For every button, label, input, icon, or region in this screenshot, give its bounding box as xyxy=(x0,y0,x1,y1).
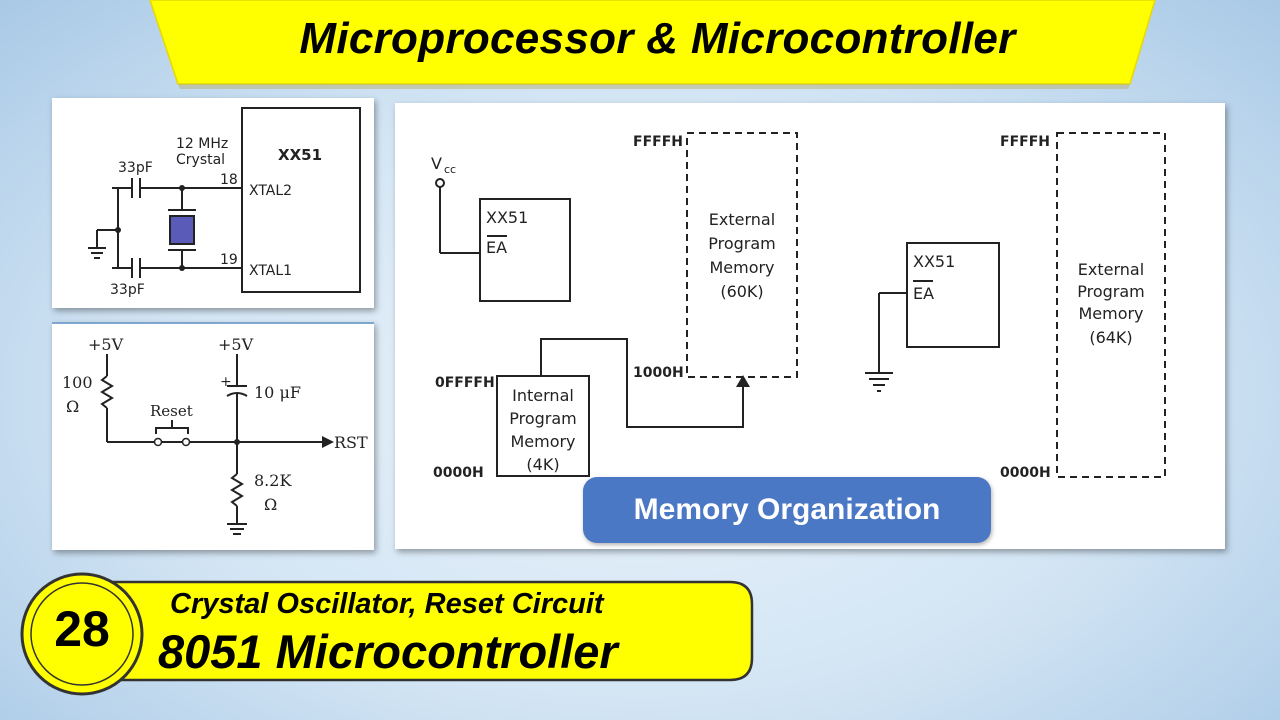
pin18-label: 18 xyxy=(220,172,238,188)
ext-mem-60k-outline xyxy=(686,132,798,378)
chip-label: XX51 xyxy=(278,146,322,164)
addr-1000: 1000H xyxy=(633,365,684,381)
chip2-outline xyxy=(906,242,1000,348)
addr-ffff-right: FFFFH xyxy=(1000,134,1050,150)
pin19-label: 19 xyxy=(220,252,238,268)
resistor2-value: 8.2K xyxy=(254,471,292,490)
ext-mem-64k-line2: Program xyxy=(1077,282,1145,301)
vcc-subscript: cc xyxy=(444,163,456,176)
chip1-outline xyxy=(479,198,571,302)
addr-0000-left: 0000H xyxy=(433,465,484,481)
crystal-oscillator-panel: XX51 12 MHz Crystal 33pF 33pF 18 19 XTAL… xyxy=(52,98,374,308)
cap-value: 10 μF xyxy=(254,383,301,402)
int-mem-4k-outline xyxy=(496,375,590,477)
resistor2-unit: Ω xyxy=(264,495,277,514)
episode-number: 28 xyxy=(54,601,110,657)
xx51-chip-outline xyxy=(241,107,361,293)
resistor1-unit: Ω xyxy=(66,397,79,416)
ext-mem-60k-line3: Memory xyxy=(709,258,774,277)
ea2-label: EA xyxy=(913,284,934,303)
addr-0000-right: 0000H xyxy=(1000,465,1051,481)
crystal-frequency-label: 12 MHz xyxy=(176,136,228,152)
ext-mem-64k-line3: Memory xyxy=(1078,304,1143,323)
crystal-label: Crystal xyxy=(176,152,225,168)
addr-ffff-left: FFFFH xyxy=(633,134,683,150)
reset-circuit-panel: +5V +5V 100 Ω Reset + 10 μF RST 8.2K Ω xyxy=(52,322,374,550)
ea1-label: EA xyxy=(486,238,507,257)
memory-organization-badge: Memory Organization xyxy=(583,477,991,543)
ext-mem-64k-outline xyxy=(1056,132,1166,478)
resistor1-value: 100 xyxy=(62,373,93,392)
vcc-right-label: +5V xyxy=(218,335,254,354)
chip1-label: XX51 xyxy=(486,208,528,227)
ext-mem-60k-line2: Program xyxy=(708,234,776,253)
addr-0fff: 0FFFFH xyxy=(435,375,495,391)
vcc-label: V xyxy=(431,154,442,173)
chip2-label: XX51 xyxy=(913,252,955,271)
cap-bottom-label: 33pF xyxy=(110,282,145,298)
rst-label: RST xyxy=(334,433,368,452)
int-mem-line3: Memory xyxy=(510,432,575,451)
int-mem-line4: (4K) xyxy=(526,455,559,474)
ext-mem-60k-line1: External xyxy=(709,210,775,229)
ext-mem-64k-line4: (64K) xyxy=(1089,328,1132,347)
footer-main-title: 8051 Microcontroller xyxy=(158,625,618,678)
page-title: Microprocessor & Microcontroller xyxy=(299,14,1016,63)
footer-subtitle: Crystal Oscillator, Reset Circuit xyxy=(170,588,604,620)
cap-plus-sign: + xyxy=(220,374,232,390)
title-banner xyxy=(149,0,1156,89)
int-mem-line1: Internal xyxy=(512,386,574,405)
memory-organization-diagram: V cc XX51 EA FFFFH External Program Memo… xyxy=(431,132,1166,481)
ext-mem-60k-line4: (60K) xyxy=(720,282,763,301)
int-mem-line2: Program xyxy=(509,409,577,428)
xtal2-label: XTAL2 xyxy=(249,183,292,199)
reset-label: Reset xyxy=(150,402,193,420)
xtal1-label: XTAL1 xyxy=(249,263,292,279)
crystal-element xyxy=(169,215,195,245)
vcc-left-label: +5V xyxy=(88,335,124,354)
cap-top-label: 33pF xyxy=(118,160,153,176)
ext-mem-64k-line1: External xyxy=(1078,260,1144,279)
footer-banner xyxy=(20,572,754,696)
crystal-oscillator-diagram: XX51 12 MHz Crystal 33pF 33pF 18 19 XTAL… xyxy=(88,107,361,298)
memory-organization-panel: V cc XX51 EA FFFFH External Program Memo… xyxy=(395,103,1225,549)
reset-circuit-diagram: +5V +5V 100 Ω Reset + 10 μF RST 8.2K Ω xyxy=(62,335,368,535)
